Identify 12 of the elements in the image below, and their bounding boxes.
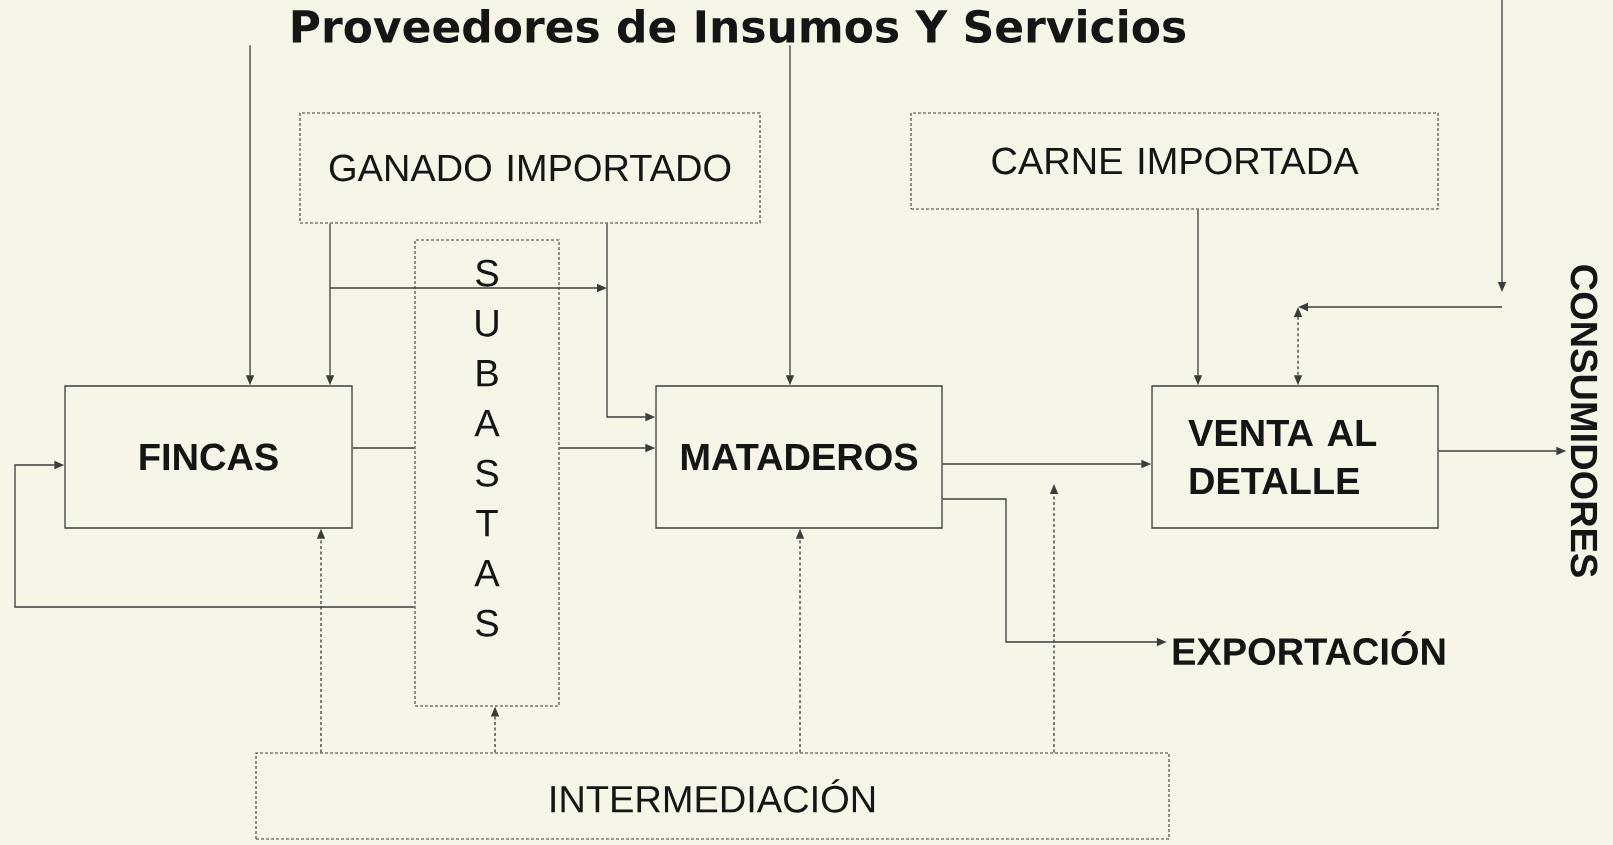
process-box: MATADEROS bbox=[655, 385, 943, 529]
process-box: FINCAS bbox=[64, 385, 353, 529]
heading: Proveedores de Insumos Y Servicios bbox=[292, 9, 1186, 44]
arrow bbox=[14, 460, 416, 608]
text-label: EXPORTACIÓN bbox=[1173, 631, 1445, 665]
vertical-label: CONSUMIDORES bbox=[1570, 265, 1598, 577]
connector-line bbox=[352, 447, 416, 449]
dashed-box: INTERMEDIACIÓN bbox=[255, 752, 1170, 840]
dashed-box: GANADO IMPORTADO bbox=[299, 112, 761, 224]
process-box: VENTA AL DETALLE bbox=[1151, 385, 1439, 529]
dashed-box: SUBASTAS bbox=[414, 239, 560, 707]
dashed-box: CARNE IMPORTADA bbox=[910, 112, 1439, 210]
